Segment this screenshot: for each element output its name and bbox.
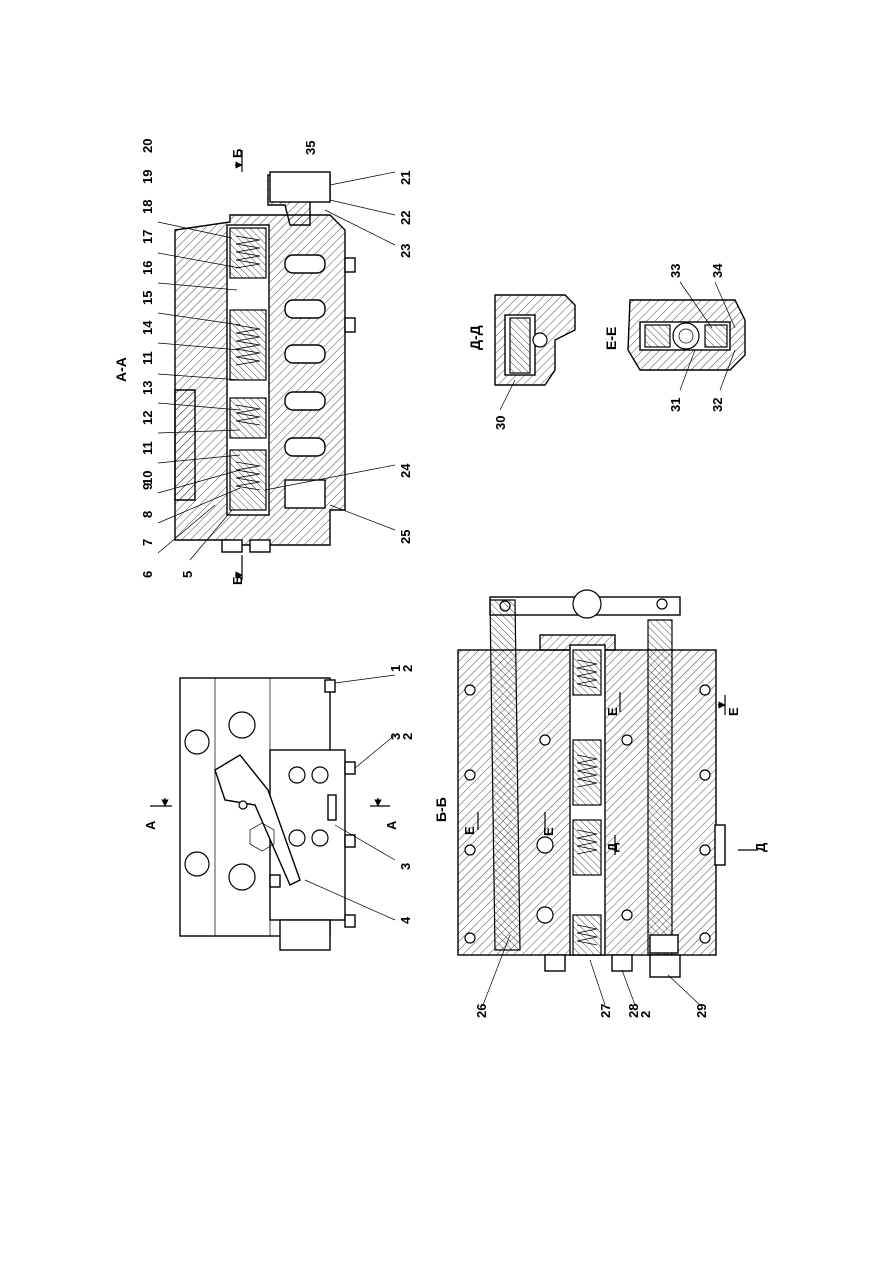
callout-7: 7: [140, 539, 155, 546]
callout-5: 5: [180, 571, 195, 578]
callout-22: 22: [398, 211, 413, 225]
cut-mark-b-bottom: Б: [230, 576, 245, 585]
section-dd: [494, 294, 576, 386]
callout-13: 13: [140, 381, 155, 395]
callout-16: 16: [140, 261, 155, 275]
callout-31: 31: [668, 398, 683, 412]
callout-18: 18: [140, 200, 155, 214]
exterior-view: [150, 677, 390, 951]
callout-6: 6: [140, 571, 155, 578]
cut-mark-b-top: Б: [230, 149, 245, 158]
callout-2c: 2: [638, 1011, 653, 1018]
callout-4: 4: [398, 916, 413, 924]
cut-mark-a-right: А: [384, 820, 399, 830]
callout-2a: 2: [400, 665, 415, 672]
callout-24: 24: [398, 463, 413, 478]
callout-33: 33: [668, 264, 683, 278]
callout-32: 32: [710, 398, 725, 412]
callout-12: 12: [140, 411, 155, 425]
callout-17: 17: [140, 230, 155, 244]
callout-11b: 11: [140, 441, 155, 455]
cut-mark-d-1: Д: [605, 842, 620, 852]
callout-10: 10: [140, 471, 155, 485]
cut-mark-a-left: А: [143, 820, 158, 830]
section-title-dd: Д-Д: [467, 325, 483, 350]
callout-34: 34: [710, 263, 725, 278]
callout-8: 8: [140, 511, 155, 518]
callout-28: 28: [626, 1004, 641, 1018]
callout-30: 30: [493, 416, 508, 430]
callout-2b: 2: [400, 733, 415, 740]
callout-14: 14: [140, 320, 155, 335]
callout-21: 21: [398, 171, 413, 185]
callout-1: 1: [388, 665, 403, 672]
callout-25: 25: [398, 530, 413, 544]
callout-29: 29: [694, 1004, 709, 1018]
callout-11a: 11: [140, 351, 155, 365]
section-bb: [457, 589, 758, 978]
callout-20: 20: [140, 139, 155, 153]
callout-9: 9: [140, 483, 155, 490]
callout-35: 35: [303, 141, 318, 155]
callout-3a: 3: [388, 733, 403, 740]
callout-26: 26: [474, 1004, 489, 1018]
section-ee: [627, 299, 746, 371]
callout-15: 15: [140, 291, 155, 305]
section-title-aa: А-А: [113, 357, 129, 382]
cut-mark-d-2: Д: [753, 842, 768, 852]
cut-mark-e-3: Е: [605, 707, 620, 716]
cut-mark-e-4: Е: [726, 707, 741, 716]
callout-23: 23: [398, 244, 413, 258]
callouts: 20 19 18 17 16 15 14 11 13 12 11 10 9 8 …: [140, 139, 725, 1018]
section-title-ee: Е-Е: [603, 327, 619, 350]
callout-27: 27: [598, 1004, 613, 1018]
cut-mark-e-1: Е: [462, 826, 477, 835]
section-aa: [174, 150, 356, 580]
leader-lines: [157, 171, 736, 1006]
section-title-bb: Б-Б: [433, 797, 449, 822]
cut-mark-e-2: Е: [541, 827, 556, 836]
callout-3b: 3: [398, 863, 413, 870]
callout-19: 19: [140, 170, 155, 184]
